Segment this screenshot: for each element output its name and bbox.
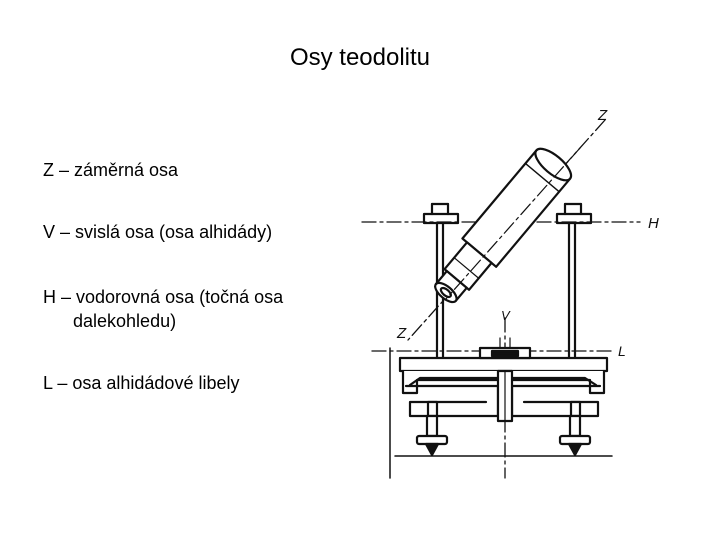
axis-label-v: V (501, 308, 511, 323)
legend-item-h-continuation: dalekohledu) (73, 311, 177, 331)
axis-label-z-top: Z (597, 107, 608, 124)
leveling-screw-right (558, 400, 592, 457)
axis-z-line (407, 119, 606, 341)
axis-label-l: L (618, 343, 626, 359)
telescope (434, 147, 573, 304)
legend-item-h-text: H – vodorovná osa (točná osa (43, 287, 284, 307)
legend-item-z: Z – záměrná osa (43, 158, 178, 182)
leveling-screw-left (415, 400, 449, 457)
slide-title: Osy teodolitu (289, 44, 431, 71)
axis-label-h: H (648, 215, 659, 232)
instrument-base (401, 369, 606, 423)
legend-item-v: V – svislá osa (osa alhidády) (43, 220, 272, 244)
axis-label-z-bottom: Z (396, 325, 407, 342)
legend-item-h: H – vodorovná osa (točná osa dalekohledu… (43, 285, 283, 333)
alidade-plate (398, 337, 609, 373)
legend-item-l-text: L – osa alhidádové libely (43, 373, 240, 393)
legend-item-l: L – osa alhidádové libely (43, 371, 239, 395)
legend-item-v-text: V – svislá osa (osa alhidády) (43, 222, 273, 242)
legend-item-z-text: Z – záměrná osa (43, 160, 179, 180)
